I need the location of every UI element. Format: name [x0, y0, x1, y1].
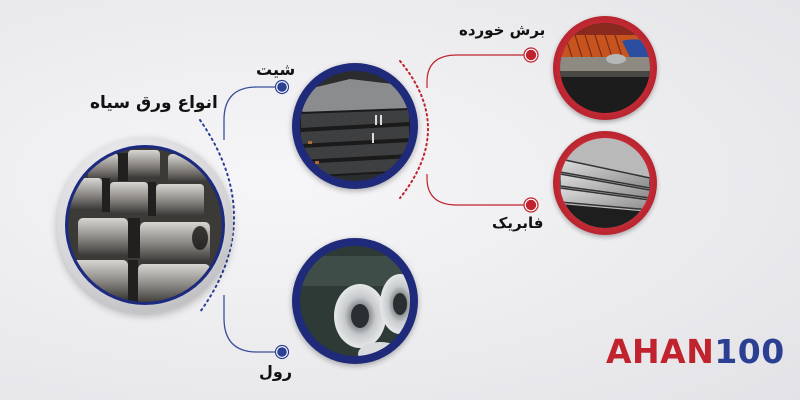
diagram-title: انواع ورق سیاه — [90, 93, 218, 113]
main-dotted-arc — [199, 119, 235, 313]
main-image-circle — [57, 137, 233, 313]
connector-roll — [223, 295, 282, 353]
dot-cut-icon — [523, 47, 539, 63]
connector-sheet — [223, 86, 282, 140]
connector-cut — [426, 54, 531, 88]
label-factory: فابریک — [492, 214, 544, 232]
label-cut: برش خورده — [459, 21, 546, 39]
steel-rolls-image — [300, 246, 410, 356]
dot-roll-icon — [274, 344, 290, 360]
dot-sheet-icon — [274, 79, 290, 95]
label-roll: رول — [259, 362, 293, 381]
stacked-sheets-image — [300, 71, 410, 181]
sheet-dotted-arc — [399, 60, 429, 199]
ahan100-logo: AHAN100 — [606, 333, 785, 371]
factory-image-circle[interactable] — [553, 131, 657, 235]
logo-part-ahan: AHAN — [606, 332, 715, 371]
sheet-image-circle[interactable] — [292, 63, 418, 189]
label-sheet: شیت — [256, 60, 296, 79]
cutting-machine-image — [560, 23, 650, 113]
factory-sheets-image — [560, 138, 650, 228]
roll-image-circle[interactable] — [292, 238, 418, 364]
connector-factory — [426, 174, 531, 206]
dot-factory-icon — [523, 197, 539, 213]
logo-part-100: 100 — [714, 332, 785, 371]
cut-image-circle[interactable] — [553, 16, 657, 120]
steel-coils-image — [68, 148, 222, 302]
